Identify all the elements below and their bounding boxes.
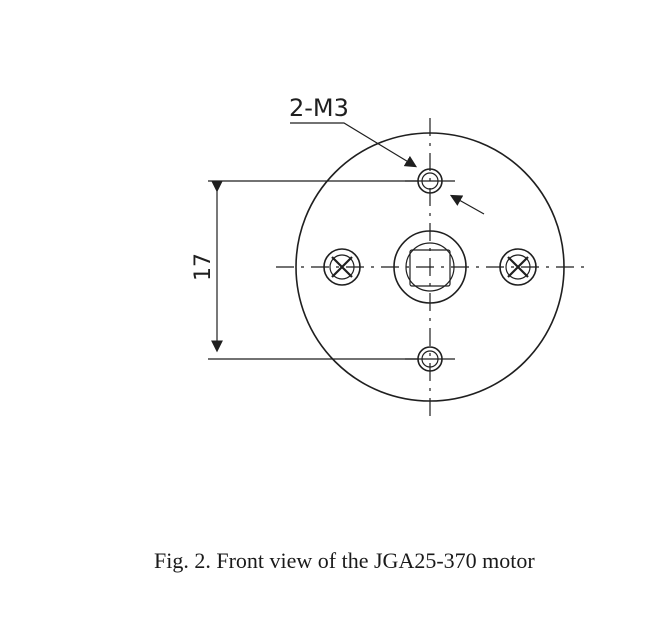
hole-callout-arrow-secondary	[449, 194, 485, 215]
dimension-label: 17	[191, 253, 216, 281]
right-screw-cross	[507, 256, 529, 278]
hole-label: 2-M3	[289, 94, 349, 122]
figure-caption: Fig. 2. Front view of the JGA25-370 moto…	[154, 548, 535, 573]
left-screw-cross	[331, 256, 353, 278]
hole-callout-leader	[290, 122, 418, 168]
